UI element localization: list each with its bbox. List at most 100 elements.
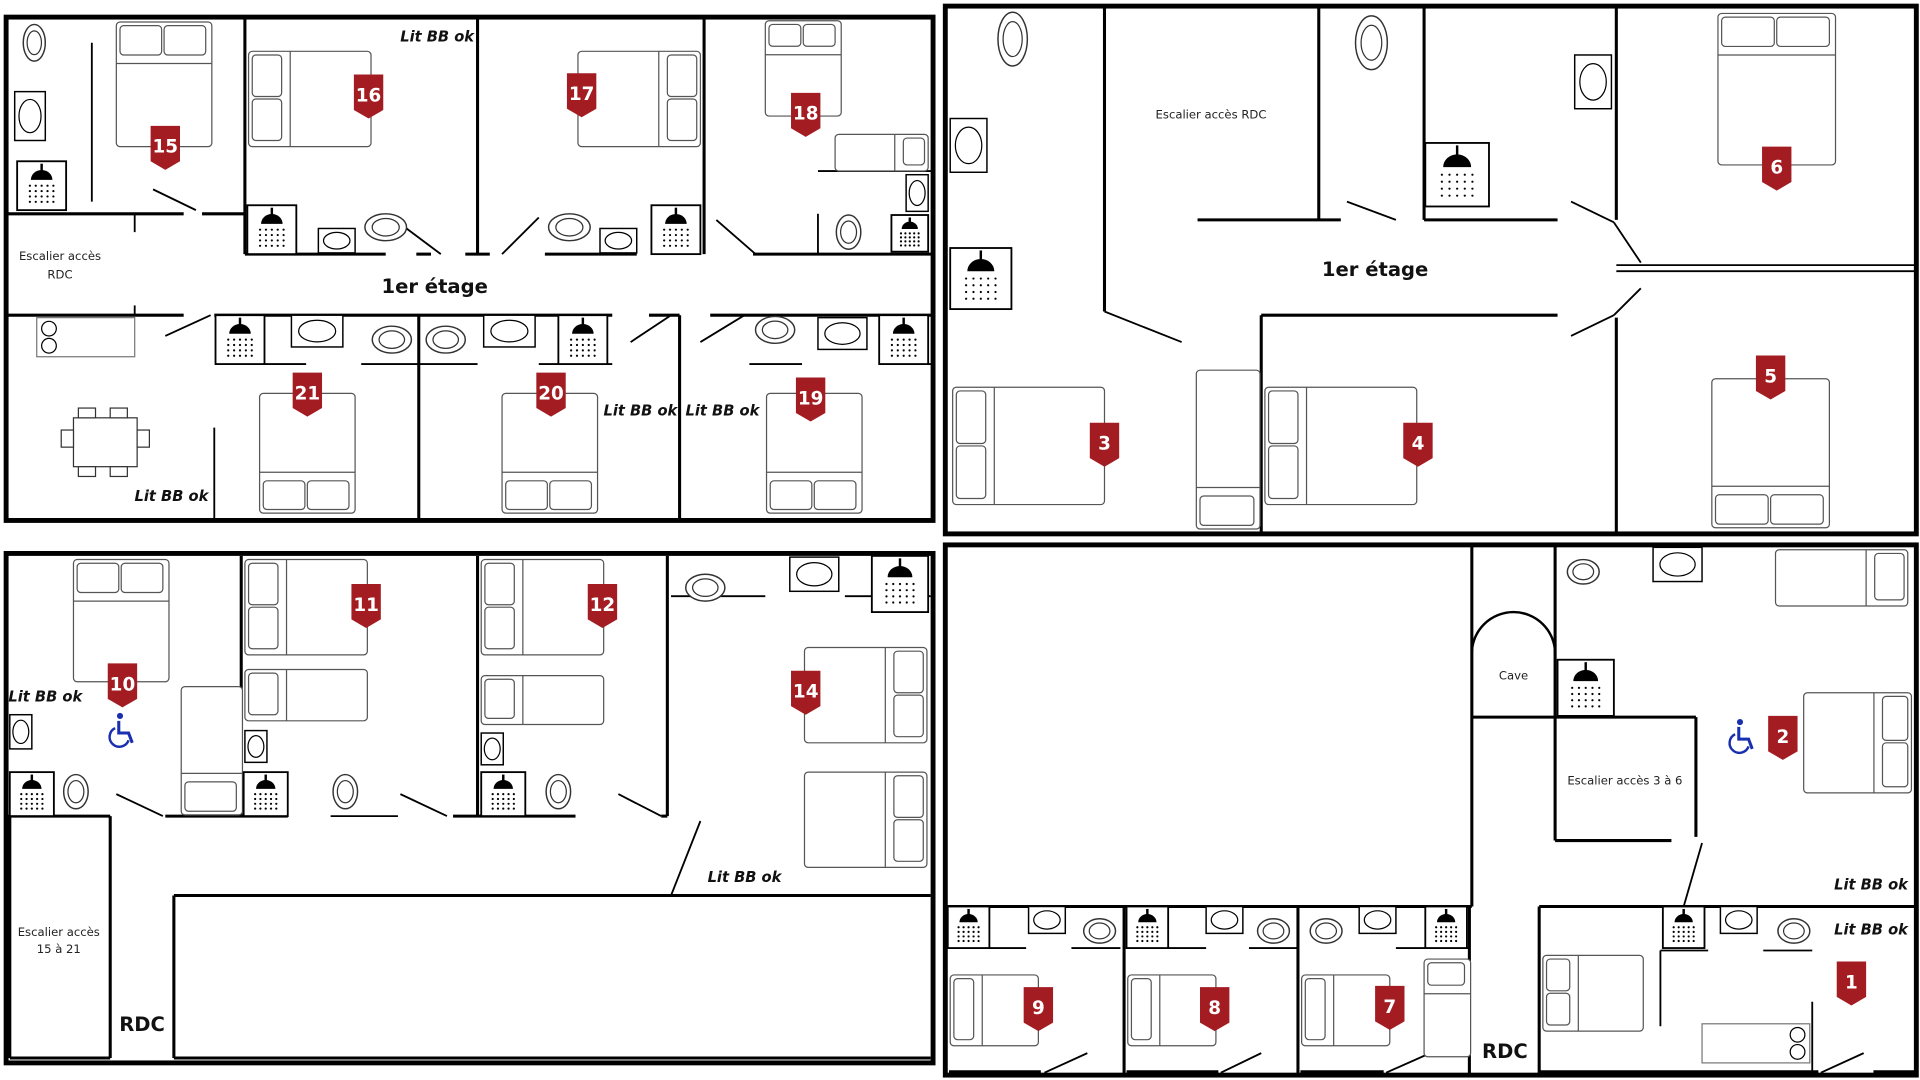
- room-badge: 11: [351, 583, 381, 628]
- bed-icon: [115, 21, 213, 148]
- stair-label: Escalier accès RDC: [1156, 108, 1267, 122]
- shower-icon: [890, 214, 930, 253]
- room-badge: 20: [536, 372, 566, 417]
- shower-icon: [1424, 905, 1468, 949]
- toilet-icon: [1309, 918, 1343, 944]
- baby-bed-note: Lit BB ok: [8, 688, 83, 705]
- wall: [1044, 1052, 1088, 1074]
- toilet-icon: [545, 773, 572, 810]
- sink-icon: [1652, 546, 1703, 583]
- room-number: 9: [1032, 998, 1045, 1019]
- room-number: 15: [153, 137, 179, 158]
- baby-bed-note: Lit BB ok: [708, 869, 783, 886]
- room-badge: 15: [150, 125, 180, 170]
- bed-icon: [803, 771, 928, 869]
- room-badge: 3: [1089, 422, 1120, 467]
- sink-icon: [1027, 905, 1067, 935]
- shower-icon: [557, 314, 609, 365]
- dining-table-icon: [60, 407, 150, 478]
- room-number: 14: [793, 682, 819, 703]
- room-number: 21: [295, 384, 321, 405]
- room-badge: 17: [566, 73, 597, 118]
- kitchenette-icon: [36, 317, 136, 358]
- toilet-icon: [997, 11, 1029, 67]
- shower-icon: [949, 247, 1013, 311]
- toilet-icon: [1354, 15, 1389, 71]
- room-number: 10: [110, 674, 136, 695]
- toilet-icon: [22, 23, 47, 62]
- room-number: 1: [1845, 972, 1858, 993]
- toilet-icon: [684, 573, 726, 602]
- bed-icon: [949, 974, 1039, 1047]
- room-badge: 7: [1375, 985, 1405, 1030]
- room-badge: 12: [587, 583, 618, 628]
- wall: [400, 793, 448, 817]
- floor-label: RDC: [1482, 1040, 1528, 1063]
- wheelchair-icon: [1728, 718, 1754, 754]
- sink-icon: [599, 227, 638, 254]
- wall: [1570, 200, 1615, 224]
- kitchenette-icon: [1701, 1023, 1811, 1064]
- room-number: 19: [798, 388, 824, 409]
- bed-icon: [244, 668, 368, 722]
- sink-icon: [9, 713, 33, 750]
- room-number: 4: [1412, 434, 1425, 455]
- room-number: 8: [1208, 998, 1221, 1019]
- room-badge: 10: [107, 663, 138, 708]
- floor-label: 1er étage: [1322, 258, 1428, 281]
- wall: [115, 793, 164, 817]
- sink-icon: [905, 173, 929, 213]
- wall: [1682, 842, 1703, 907]
- shower-icon: [214, 314, 266, 365]
- sink-icon: [480, 732, 504, 766]
- room-badge: 19: [795, 377, 826, 422]
- bed-icon: [1803, 692, 1913, 794]
- shower-icon: [650, 204, 702, 256]
- shower-icon: [16, 160, 68, 212]
- cellar-label: Cave: [1499, 668, 1528, 682]
- bed-icon: [1264, 386, 1418, 506]
- wall: [1385, 1052, 1431, 1074]
- sink-icon: [789, 556, 840, 593]
- wall: [715, 219, 757, 255]
- panel-outline: [942, 3, 1919, 537]
- wall: [617, 793, 662, 817]
- toilet-icon: [62, 773, 89, 810]
- room-badge: 14: [791, 670, 821, 715]
- sink-icon: [13, 90, 47, 142]
- baby-bed-note: Lit BB ok: [400, 29, 475, 46]
- bed-icon: [577, 50, 702, 148]
- wall: [1104, 310, 1182, 343]
- bed-icon: [1423, 958, 1472, 1058]
- sink-icon: [1719, 905, 1758, 935]
- bed-icon: [1774, 549, 1909, 607]
- bed-icon: [1717, 12, 1837, 166]
- wall: [1820, 1052, 1865, 1074]
- shower-icon: [946, 905, 991, 949]
- shower-icon: [480, 771, 527, 818]
- room-badge: 8: [1200, 987, 1230, 1032]
- room-number: 7: [1383, 997, 1396, 1018]
- room-badge: 5: [1755, 355, 1786, 400]
- bed-icon: [1195, 369, 1261, 530]
- bed-icon: [1301, 974, 1391, 1047]
- bed-icon: [501, 392, 599, 514]
- stair-label: Escalier accès: [19, 249, 101, 263]
- wall: [670, 820, 702, 896]
- room-number: 11: [353, 595, 379, 616]
- bed-icon: [180, 685, 244, 816]
- toilet-icon: [754, 315, 796, 345]
- room-badge: 2: [1768, 715, 1798, 760]
- toilet-icon: [371, 325, 413, 354]
- baby-bed-note: Lit BB ok: [135, 488, 210, 505]
- bed-icon: [480, 675, 605, 726]
- room-badge: 6: [1762, 146, 1792, 191]
- sink-icon: [1205, 905, 1244, 935]
- room-number: 12: [590, 595, 616, 616]
- toilet-icon: [1566, 558, 1600, 585]
- stair-label: RDC: [47, 268, 72, 282]
- wall: [1613, 287, 1642, 316]
- bed-icon: [480, 558, 605, 656]
- room-badge: 9: [1023, 987, 1054, 1032]
